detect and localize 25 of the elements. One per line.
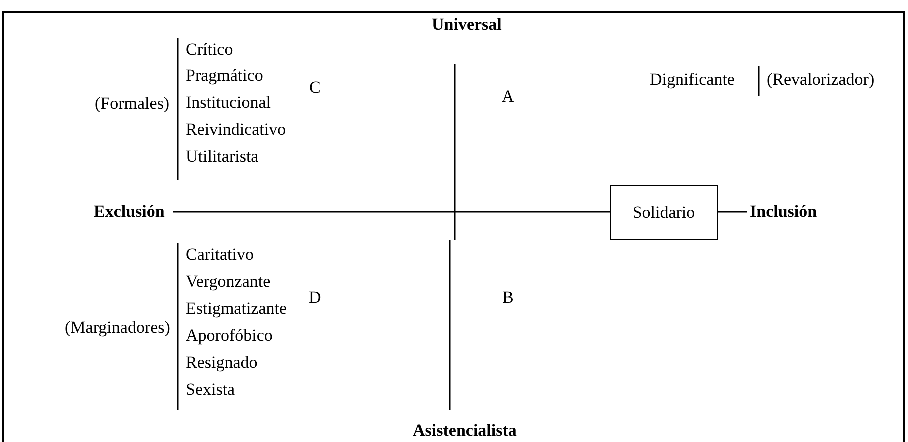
quadrant-label: C bbox=[310, 77, 321, 99]
axis-label: Asistencialista bbox=[413, 420, 517, 442]
list-item: Aporofóbico bbox=[186, 325, 273, 347]
list-item: Utilitarista bbox=[186, 146, 259, 168]
list-item: Institucional bbox=[186, 92, 271, 114]
group-label: (Marginadores) bbox=[65, 317, 170, 339]
list-item: Resignado bbox=[186, 352, 258, 374]
list-item: Estigmatizante bbox=[186, 298, 288, 320]
box-text: Solidario bbox=[632, 202, 696, 222]
list-item: Vergonzante bbox=[186, 271, 271, 293]
axis-label: Universal bbox=[432, 14, 502, 36]
list-item: Caritativo bbox=[186, 244, 254, 266]
quadrant-label: D bbox=[309, 287, 322, 309]
list-item: Crítico bbox=[186, 39, 234, 61]
list-item: Sexista bbox=[186, 379, 236, 401]
list-item: Reivindicativo bbox=[186, 119, 286, 141]
quadrant-label: B bbox=[502, 287, 514, 309]
list-item: Pragmático bbox=[186, 65, 264, 87]
axis-label: Exclusión bbox=[94, 201, 165, 223]
category-label: Dignificante bbox=[650, 69, 735, 91]
group-label: (Formales) bbox=[95, 93, 170, 115]
category-label: (Revalorizador) bbox=[767, 69, 875, 91]
quadrant-label: A bbox=[502, 86, 514, 108]
solidarity-box bbox=[610, 185, 718, 240]
axis-label: Inclusión bbox=[750, 201, 818, 223]
